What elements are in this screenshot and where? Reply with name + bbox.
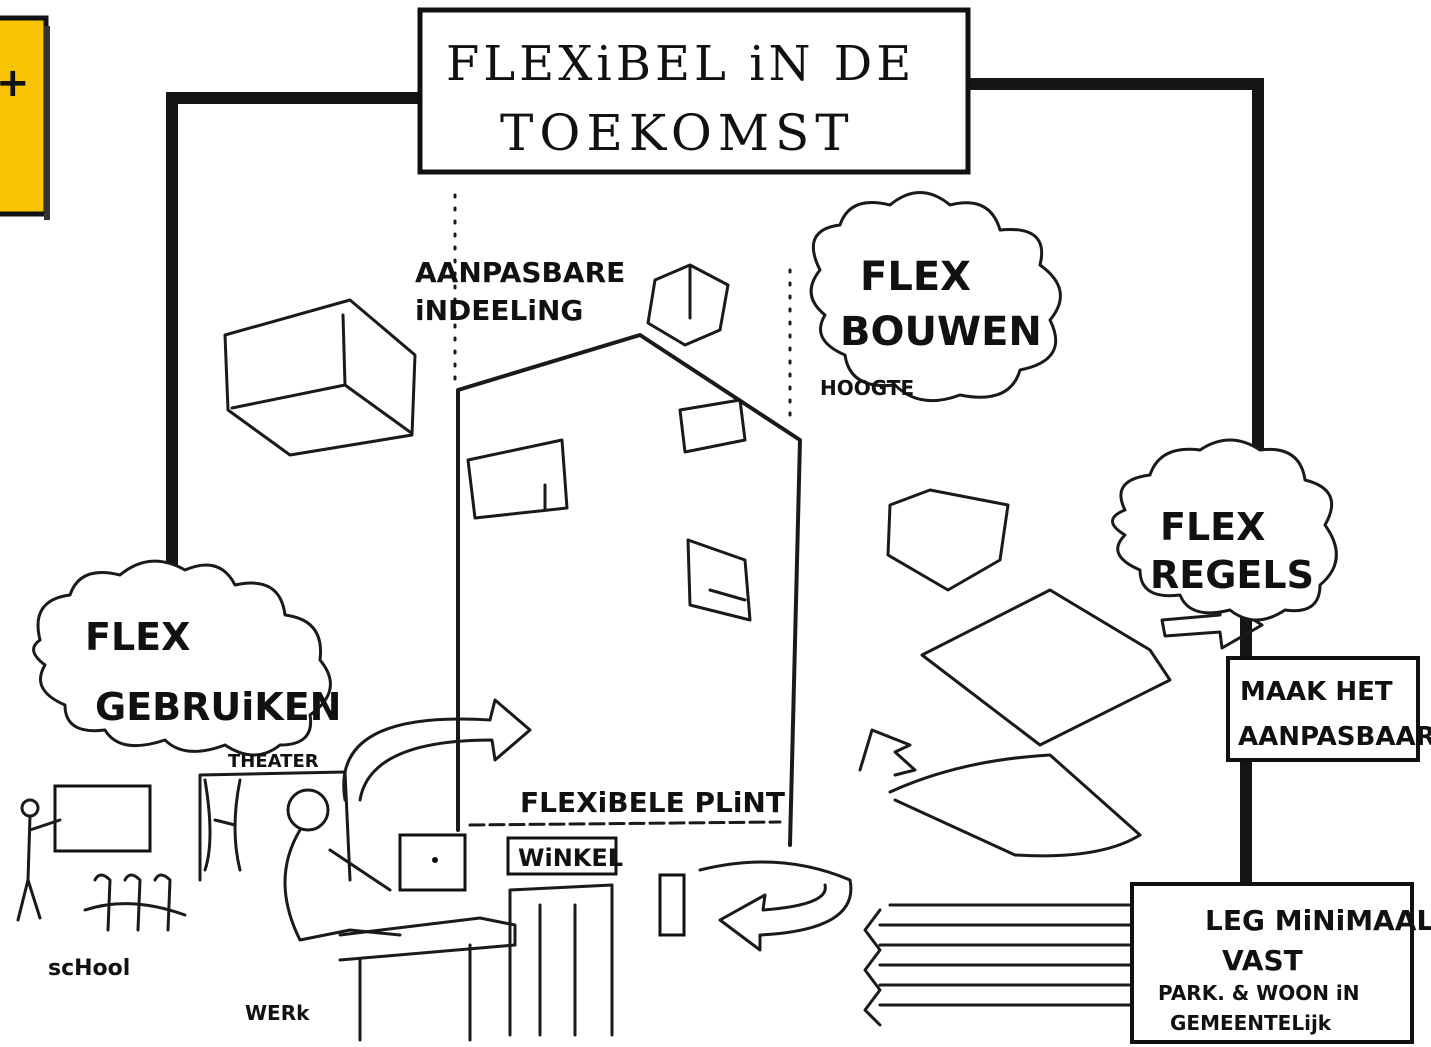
flex-regels-line1: FLEX — [1160, 505, 1265, 549]
aanpasbare-label-1: AANPASBARE — [415, 256, 625, 289]
yellow-badge: + — [0, 18, 50, 220]
school-scene: scHool — [18, 786, 185, 981]
arrows — [344, 600, 1262, 950]
maak-het-box: MAAK HET AANPASBAAR — [1228, 658, 1431, 760]
winkel-storefront: WiNKEL — [508, 838, 684, 1035]
theater-label: THEATER — [228, 751, 319, 772]
flexibele-plint-label: FLEXiBELE PLiNT — [520, 786, 785, 819]
central-building — [458, 265, 800, 845]
flex-bouwen-line2: BOUWEN — [840, 309, 1042, 355]
leg-minimaal-box: LEG MiNiMAAL VAST PARK. & WOON iN GEMEEN… — [1132, 884, 1431, 1042]
small-arrow-icon — [860, 730, 915, 775]
leg-minimaal-line1: LEG MiNiMAAL — [1205, 904, 1431, 937]
right-shapes — [865, 490, 1170, 1025]
title-box: FLEXiBEL iN DE TOEKOMST — [420, 10, 968, 172]
cloud-flex-bouwen: FLEX BOUWEN — [811, 193, 1060, 401]
left-cube — [225, 300, 415, 455]
curved-arrow-icon — [344, 700, 530, 800]
school-label: scHool — [48, 956, 130, 981]
title-line2: TOEKOMST — [500, 104, 855, 162]
flex-regels-line2: REGELS — [1150, 553, 1314, 597]
aanpasbare-label-2: iNDEELiNG — [415, 294, 583, 327]
maak-het-line1: MAAK HET — [1240, 677, 1393, 707]
worker-at-desk: WERk — [245, 790, 515, 1040]
winkel-label: WiNKEL — [518, 844, 623, 872]
leg-minimaal-line3: PARK. & WOON iN — [1158, 981, 1360, 1005]
werk-label: WERk — [245, 1001, 310, 1025]
maak-het-line2: AANPASBAAR — [1238, 722, 1431, 752]
flex-bouwen-line1: FLEX — [860, 254, 971, 300]
leg-minimaal-line2: VAST — [1222, 944, 1303, 977]
cloud-flex-gebruiken: FLEX GEBRUiKEN — [34, 561, 342, 755]
badge-text: + — [0, 60, 30, 106]
cloud-flex-regels: FLEX REGELS — [1113, 440, 1337, 620]
flex-gebruiken-line2: GEBRUiKEN — [95, 685, 341, 729]
flex-gebruiken-line1: FLEX — [85, 615, 190, 659]
title-line1: FLEXiBEL iN DE — [446, 36, 915, 92]
hoogte-label: HOOGTE — [820, 376, 914, 400]
main-frame-lines — [172, 84, 1258, 885]
rotate-arrow-icon — [700, 862, 851, 950]
leg-minimaal-line4: GEMEENTELijk — [1170, 1011, 1332, 1035]
